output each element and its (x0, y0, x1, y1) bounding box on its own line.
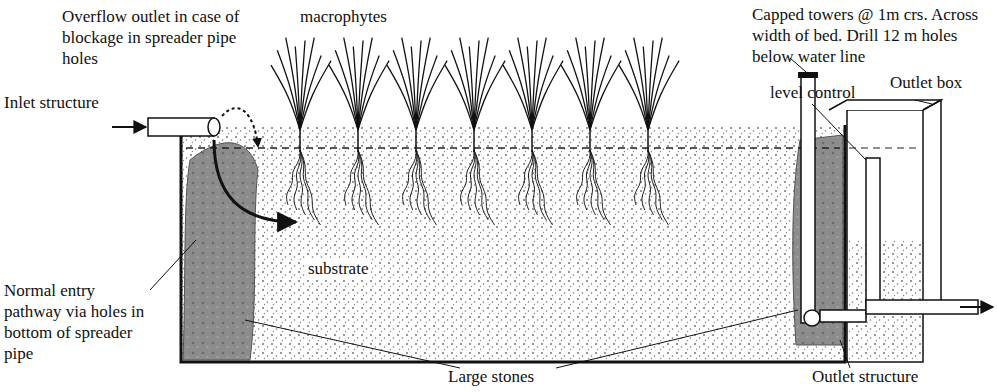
part-label: Large stones (448, 366, 534, 387)
callout-note: Overflow outlet in case of blockage in s… (62, 6, 240, 69)
entry-arrow (214, 140, 296, 222)
callout-note: Capped towers @ 1m crs. Across width of … (752, 4, 992, 67)
part-label: substrate (305, 258, 371, 279)
macrophyte (503, 38, 563, 225)
macrophyte (271, 38, 331, 225)
part-label: macrophytes (300, 6, 387, 27)
part-label: Inlet structure (4, 92, 99, 113)
inlet-stones (183, 143, 258, 360)
inlet-pipe (148, 118, 214, 136)
macrophyte (561, 38, 621, 225)
part-label: level control (770, 82, 855, 103)
connecting-pipe (820, 310, 866, 322)
inflow-arrow (112, 126, 146, 128)
macrophyte (329, 38, 389, 225)
macrophyte (387, 38, 447, 225)
callout-note: Normal entry pathway via holes in bottom… (4, 280, 154, 364)
water-line (186, 147, 840, 149)
part-label: Outlet box (890, 72, 962, 93)
spreader-pipe (208, 118, 220, 136)
part-label: Outlet structure (812, 366, 918, 387)
macrophyte (445, 38, 505, 225)
leader-line (150, 240, 196, 290)
leader-line (812, 104, 866, 160)
leader-line (915, 100, 932, 104)
macrophyte (619, 38, 679, 225)
level-control-pipe (866, 158, 880, 306)
collector-pipe (804, 310, 820, 326)
leader-line (556, 310, 798, 368)
substrate-bed (181, 127, 845, 362)
leader-line (245, 320, 460, 368)
tank-wall (181, 125, 845, 362)
overflow-arrow (222, 108, 258, 146)
capped-tower (801, 75, 815, 323)
tower-cap (798, 72, 818, 78)
leader-line (840, 340, 850, 368)
outlet-box (847, 110, 923, 362)
outflow-arrow (960, 306, 993, 308)
